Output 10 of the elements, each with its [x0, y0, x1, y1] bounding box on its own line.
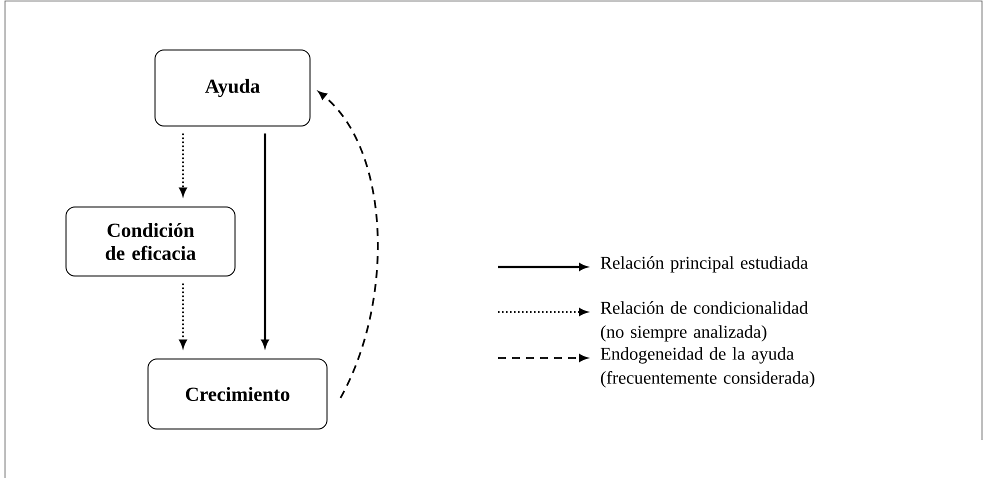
arrow	[179, 134, 187, 196]
arrow	[318, 91, 378, 398]
process-box: Condición de eficacia	[66, 206, 236, 276]
legend-text: Relación principal estudiada	[600, 256, 808, 273]
arrow	[179, 283, 187, 348]
process-box: Crecimiento	[148, 358, 328, 430]
legend-text: Endogeneidad de la ayuda (frecuentemente considerada)	[600, 347, 814, 388]
legend-text: Relación de condicionalidad (no siempre analizada)	[600, 301, 808, 342]
arrow	[261, 134, 269, 348]
process-box: Ayuda	[154, 50, 310, 126]
